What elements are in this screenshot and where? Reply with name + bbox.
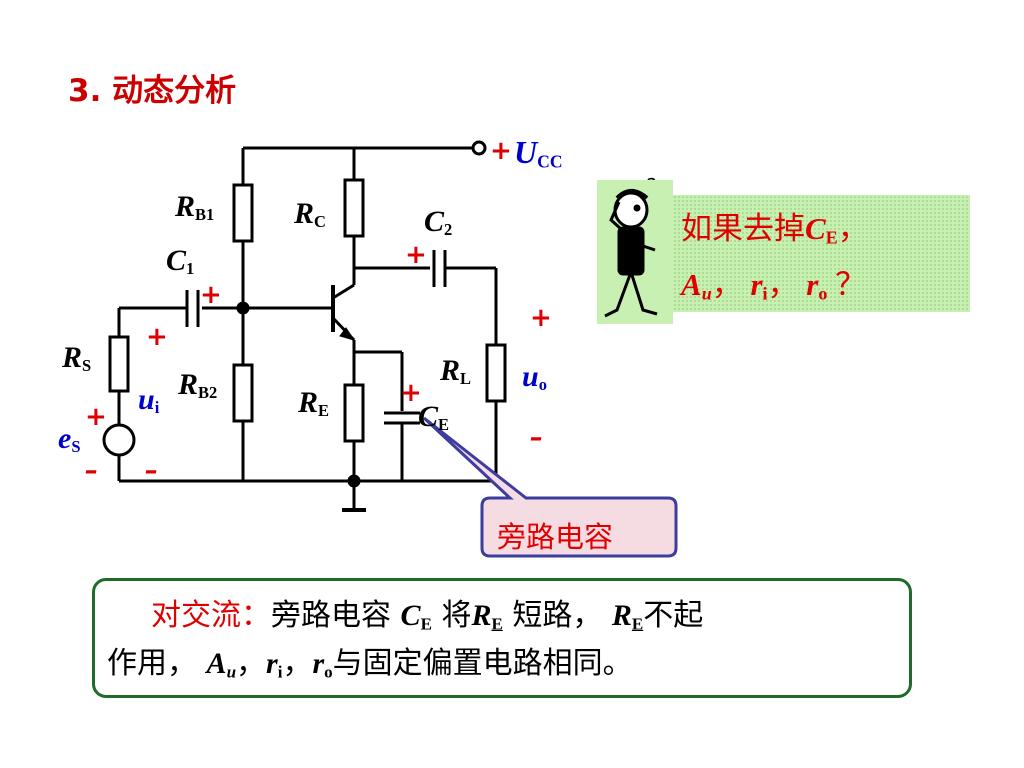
resistor-rc — [343, 178, 365, 238]
resistor-rl — [485, 343, 507, 403]
emitter-arrow — [339, 327, 356, 341]
question-line-2: Au， ri， ro ？ — [681, 267, 867, 304]
question-box: 如果去掉CE， Au， ri， ro ？ — [673, 195, 970, 312]
rc-label: RC — [294, 197, 326, 232]
c1-label: C1 — [166, 244, 195, 279]
uo-plus: + — [530, 303, 552, 333]
question-line-1: 如果去掉CE， — [681, 211, 869, 248]
thinking-figure — [597, 180, 673, 324]
ce-plus: + — [400, 378, 422, 408]
re-label: RE — [298, 386, 330, 421]
callout-bubble — [422, 416, 678, 558]
es-label: eS — [58, 422, 81, 457]
rs-label: RS — [62, 341, 92, 376]
es-minus: – — [85, 456, 98, 486]
resistor-re — [343, 383, 365, 443]
es-plus: + — [85, 402, 107, 432]
bypass-capacitor-callout: 旁路电容 — [497, 520, 614, 554]
ui-label: ui — [138, 383, 160, 418]
uo-label: uo — [522, 360, 547, 395]
c2-plus: + — [405, 240, 427, 270]
rb2-label: RB2 — [178, 368, 218, 403]
ui-minus: – — [145, 456, 158, 486]
resistor-rs — [108, 335, 130, 393]
ce-label: CE — [418, 400, 450, 435]
note-line-2: 作用， Au，ri，ro与固定偏置电路相同。 — [107, 646, 633, 682]
supply-plus: + — [490, 136, 512, 166]
supply-terminal — [471, 140, 487, 156]
supply-label: UCC — [514, 134, 563, 172]
rb1-label: RB1 — [175, 190, 215, 225]
voltage-source-es — [102, 423, 136, 457]
ui-plus: + — [146, 322, 168, 352]
slide-heading: 3. 动态分析 — [68, 73, 237, 109]
resistor-rb2 — [232, 363, 254, 423]
c2-label: C2 — [424, 205, 453, 240]
note-line-1: 对交流：旁路电容 CE 将RE 短路， RE不起 — [151, 598, 704, 634]
c1-plus: + — [200, 280, 222, 310]
uo-minus: – — [530, 423, 543, 453]
rl-label: RL — [440, 354, 472, 389]
resistor-rb1 — [232, 183, 254, 243]
ac-analysis-note: 对交流：旁路电容 CE 将RE 短路， RE不起 作用， Au，ri，ro与固定… — [92, 578, 912, 698]
